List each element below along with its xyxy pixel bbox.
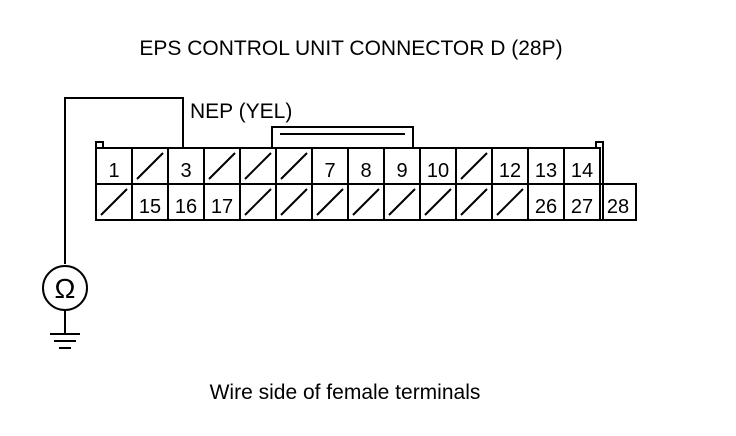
terminal-empty: [95, 183, 133, 221]
terminal-15: 15: [131, 183, 169, 221]
terminal-empty: [131, 147, 169, 185]
terminal-8: 8: [347, 147, 385, 185]
terminal-number: 16: [175, 196, 197, 218]
terminal-empty: [455, 147, 493, 185]
terminal-3: 3: [167, 147, 205, 185]
terminal-empty: [311, 183, 349, 221]
terminal-empty: [383, 183, 421, 221]
terminal-16: 16: [167, 183, 205, 221]
terminal-number: 7: [324, 160, 335, 182]
terminal-14: 14: [563, 147, 601, 185]
terminal-number: 17: [211, 196, 233, 218]
terminal-number: 3: [180, 160, 191, 182]
terminal-26: 26: [527, 183, 565, 221]
ground-icon: [50, 310, 80, 349]
diagram-caption: Wire side of female terminals: [210, 381, 481, 404]
ohm-symbol: Ω: [55, 273, 76, 304]
terminal-empty: [239, 147, 277, 185]
terminal-13: 13: [527, 147, 565, 185]
terminal-empty: [419, 183, 457, 221]
terminal-10: 10: [419, 147, 457, 185]
terminal-number: 9: [396, 160, 407, 182]
terminal-number: 8: [360, 160, 371, 182]
terminal-7: 7: [311, 147, 349, 185]
terminal-17: 17: [203, 183, 241, 221]
terminal-number: 27: [571, 196, 593, 218]
terminal-12: 12: [491, 147, 529, 185]
terminal-1: 1: [95, 147, 133, 185]
terminal-empty: [455, 183, 493, 221]
terminal-number: 28: [607, 196, 629, 218]
test-wire: [64, 97, 184, 264]
terminal-9: 9: [383, 147, 421, 185]
terminal-number: 12: [499, 160, 521, 182]
terminal-number: 15: [139, 196, 161, 218]
terminal-28: 28: [599, 183, 637, 221]
connector-body: [95, 126, 604, 221]
terminal-number: 10: [427, 160, 449, 182]
terminal-empty: [239, 183, 277, 221]
terminal-number: 14: [571, 160, 593, 182]
terminal-empty: [275, 183, 313, 221]
wire-label: NEP (YEL): [190, 100, 292, 123]
terminal-number: 13: [535, 160, 557, 182]
terminal-number: 26: [535, 196, 557, 218]
connector-bottom-row: 15 16 17 26 27 28: [95, 183, 637, 221]
terminal-empty: [491, 183, 529, 221]
terminal-empty: [347, 183, 385, 221]
terminal-empty: [203, 147, 241, 185]
terminal-27: 27: [563, 183, 601, 221]
terminal-empty: [275, 147, 313, 185]
diagram-title: EPS CONTROL UNIT CONNECTOR D (28P): [139, 37, 562, 60]
terminal-number: 1: [108, 160, 119, 182]
ohmmeter-icon: Ω: [42, 265, 88, 311]
